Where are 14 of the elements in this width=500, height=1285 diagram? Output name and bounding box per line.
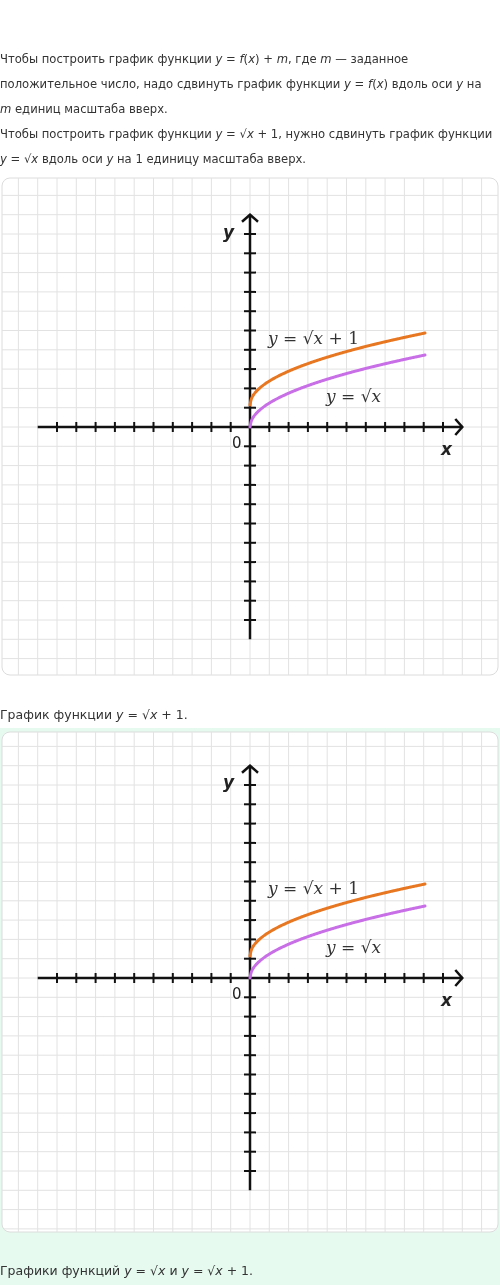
axis-label: y	[223, 772, 235, 792]
curve-label: y = √x + 1	[268, 328, 359, 348]
origin-label: 0	[232, 434, 242, 452]
caption: График функции y = √x + 1.	[0, 707, 188, 722]
curve-label: y = √x	[326, 937, 382, 957]
caption: Графики функций y = √x и y = √x + 1.	[0, 1263, 254, 1278]
axis-label: x	[441, 439, 452, 459]
curve-label: y = √x	[326, 386, 382, 406]
paragraph: Чтобы построить график функции y = √x + 1, нужно сдвинуть график функции y = √x вдоль оси y на 1 единицу масштаба вверх.	[0, 126, 494, 168]
paragraph: Чтобы построить график функции y = f(x) + m, где m — заданное положительное число, надо сдвинуть график функции y = f(x) вдоль оси y на m единиц масштаба вверх.	[0, 51, 483, 118]
curve-label: y = √x + 1	[268, 878, 359, 898]
axis-label: x	[441, 990, 452, 1010]
origin-label: 0	[232, 985, 242, 1003]
axis-label: y	[223, 222, 235, 242]
